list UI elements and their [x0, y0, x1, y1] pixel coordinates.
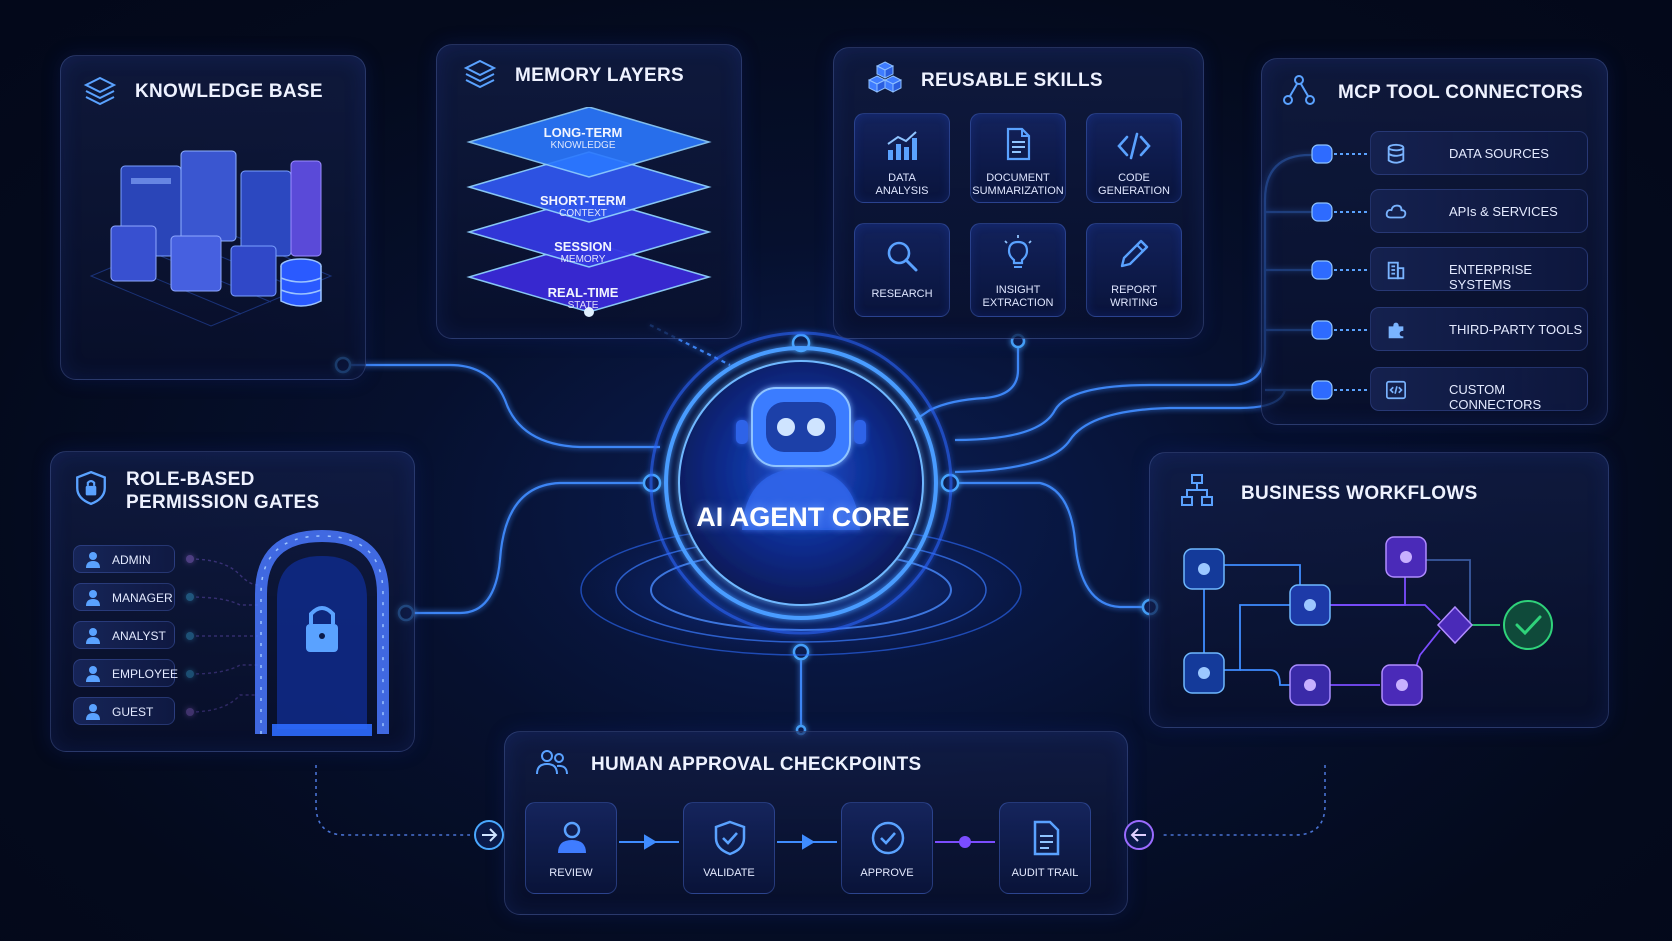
- reusable-skills-title: REUSABLE SKILLS: [921, 70, 1103, 91]
- wire-permission: [406, 481, 650, 615]
- knowledge-base-title: KNOWLEDGE BASE: [135, 81, 323, 102]
- cubes-icon: [868, 61, 902, 93]
- role-guest[interactable]: GUEST: [73, 697, 175, 725]
- lightbulb-icon: [1004, 235, 1032, 268]
- magnifier-icon: [887, 241, 918, 272]
- person-icon: [86, 666, 100, 682]
- pencil-icon: [1120, 239, 1149, 268]
- human-approval-panel: HUMAN APPROVAL CHECKPOINTS REVIEW VALIDA…: [504, 731, 1128, 915]
- core-title: AI AGENT CORE: [696, 502, 910, 532]
- permission-gates-panel: ROLE-BASED PERMISSION GATES ADMIN MANAGE…: [50, 451, 415, 752]
- role-employee[interactable]: EMPLOYEE: [73, 659, 178, 687]
- role-manager[interactable]: MANAGER: [73, 583, 175, 611]
- person-icon: [86, 628, 100, 644]
- users-icon: [536, 750, 568, 775]
- role-admin[interactable]: ADMIN: [73, 545, 175, 573]
- approval-step-validate[interactable]: VALIDATE: [683, 802, 775, 894]
- bar-chart-icon: [887, 131, 917, 160]
- wire-workflows: [952, 481, 1150, 609]
- memory-layer-session: SESSION MEMORY: [554, 239, 612, 265]
- check-circle-icon: [871, 821, 905, 855]
- network-icon: [1283, 75, 1315, 105]
- workflow-diagram: [1183, 536, 1553, 706]
- security-gate-illustration: [255, 529, 389, 736]
- business-workflows-panel: BUSINESS WORKFLOWS: [1149, 452, 1609, 728]
- skill-research[interactable]: RESEARCH: [854, 223, 950, 317]
- cloud-icon: [1385, 204, 1407, 219]
- person-icon: [558, 821, 586, 853]
- layers-icon: [83, 76, 117, 106]
- shield-lock-icon: [76, 470, 106, 506]
- approval-step-audit-trail[interactable]: AUDIT TRAIL: [999, 802, 1091, 894]
- document-icon: [1033, 820, 1060, 856]
- connector-third-party-tools[interactable]: THIRD-PARTY TOOLS: [1370, 307, 1588, 351]
- permission-gates-title: ROLE-BASED PERMISSION GATES: [126, 469, 320, 513]
- connector-apis-services[interactable]: APIs & SERVICES: [1370, 189, 1588, 233]
- database-icon: [1387, 143, 1405, 164]
- shield-check-icon: [714, 820, 746, 856]
- connector-data-sources[interactable]: DATA SOURCES: [1370, 131, 1588, 175]
- mcp-connectors-title: MCP TOOL CONNECTORS: [1338, 82, 1583, 103]
- core-circle: [649, 331, 953, 635]
- human-approval-title: HUMAN APPROVAL CHECKPOINTS: [591, 754, 922, 775]
- memory-layer-long-term: LONG-TERM KNOWLEDGE: [543, 125, 623, 151]
- document-icon: [1006, 127, 1031, 161]
- puzzle-icon: [1388, 322, 1404, 339]
- connector-enterprise-systems[interactable]: ENTERPRISE SYSTEMS: [1370, 247, 1588, 292]
- knowledge-base-panel: KNOWLEDGE BASE: [60, 55, 366, 380]
- person-icon: [86, 590, 100, 606]
- plug-connectors: [1311, 144, 1368, 400]
- code-icon: [1386, 380, 1406, 400]
- approval-step-approve[interactable]: APPROVE: [841, 802, 933, 894]
- role-analyst[interactable]: ANALYST: [73, 621, 175, 649]
- hierarchy-icon: [1181, 474, 1213, 506]
- layers-icon: [463, 59, 497, 89]
- business-workflows-title: BUSINESS WORKFLOWS: [1241, 483, 1478, 504]
- memory-layers-panel: MEMORY LAYERS LONG-TERM KNOWLEDGE SHORT-…: [436, 44, 742, 339]
- core-halo: [561, 515, 1041, 665]
- code-icon: [1117, 132, 1151, 160]
- mcp-connectors-panel: MCP TOOL CONNECTORS DATA SOURCES APIs & …: [1261, 58, 1608, 425]
- building-icon: [1387, 261, 1405, 280]
- wire-knowledge: [343, 363, 660, 449]
- memory-stack-illustration: [466, 107, 712, 317]
- connector-custom-connectors[interactable]: CUSTOM CONNECTORS: [1370, 367, 1588, 412]
- memory-layer-real-time: REAL-TIME STATE: [547, 285, 619, 311]
- person-icon: [86, 704, 100, 720]
- approval-step-review[interactable]: REVIEW: [525, 802, 617, 894]
- wire-skills: [914, 341, 1020, 421]
- memory-layers-title: MEMORY LAYERS: [515, 65, 684, 86]
- books-database-illustration: [89, 150, 333, 327]
- person-icon: [86, 552, 100, 568]
- memory-layer-short-term: SHORT-TERM CONTEXT: [540, 193, 626, 219]
